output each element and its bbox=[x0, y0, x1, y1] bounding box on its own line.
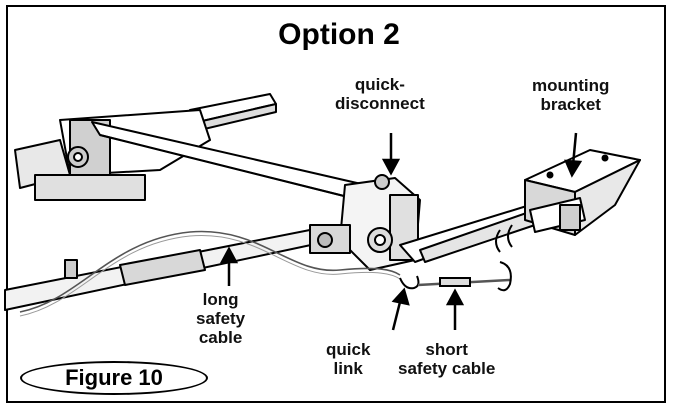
quick-link-shape bbox=[399, 275, 420, 290]
label-long-safety-cable: long safety cable bbox=[196, 290, 245, 347]
label-mounting-bracket: mounting bracket bbox=[532, 76, 609, 114]
label-long-safety-cable-line-2: safety bbox=[196, 309, 246, 328]
label-short-safety-cable-line-1: short bbox=[425, 340, 468, 359]
label-mounting-bracket-line-1: mounting bbox=[532, 76, 610, 95]
label-quick-disconnect-line-1: quick- bbox=[354, 75, 405, 94]
figure-number-badge: Figure 10 bbox=[20, 361, 208, 395]
label-quick-link: quick link bbox=[326, 340, 370, 378]
label-mounting-bracket-line-2: bracket bbox=[540, 95, 601, 114]
mounting-bracket-arrow bbox=[571, 132, 578, 166]
label-long-safety-cable-line-3: cable bbox=[198, 328, 243, 347]
label-quick-link-line-1: quick bbox=[326, 340, 371, 359]
label-short-safety-cable-line-2: safety cable bbox=[398, 359, 496, 378]
label-quick-disconnect-line-2: disconnect bbox=[335, 94, 425, 113]
label-long-safety-cable-line-1: long bbox=[202, 290, 239, 309]
label-quick-link-line-2: link bbox=[333, 359, 363, 378]
label-short-safety-cable: short safety cable bbox=[398, 340, 495, 378]
figure-title: Option 2 bbox=[278, 18, 400, 51]
long-safety-cable bbox=[19, 230, 401, 313]
label-quick-disconnect: quick- disconnect bbox=[335, 75, 425, 113]
